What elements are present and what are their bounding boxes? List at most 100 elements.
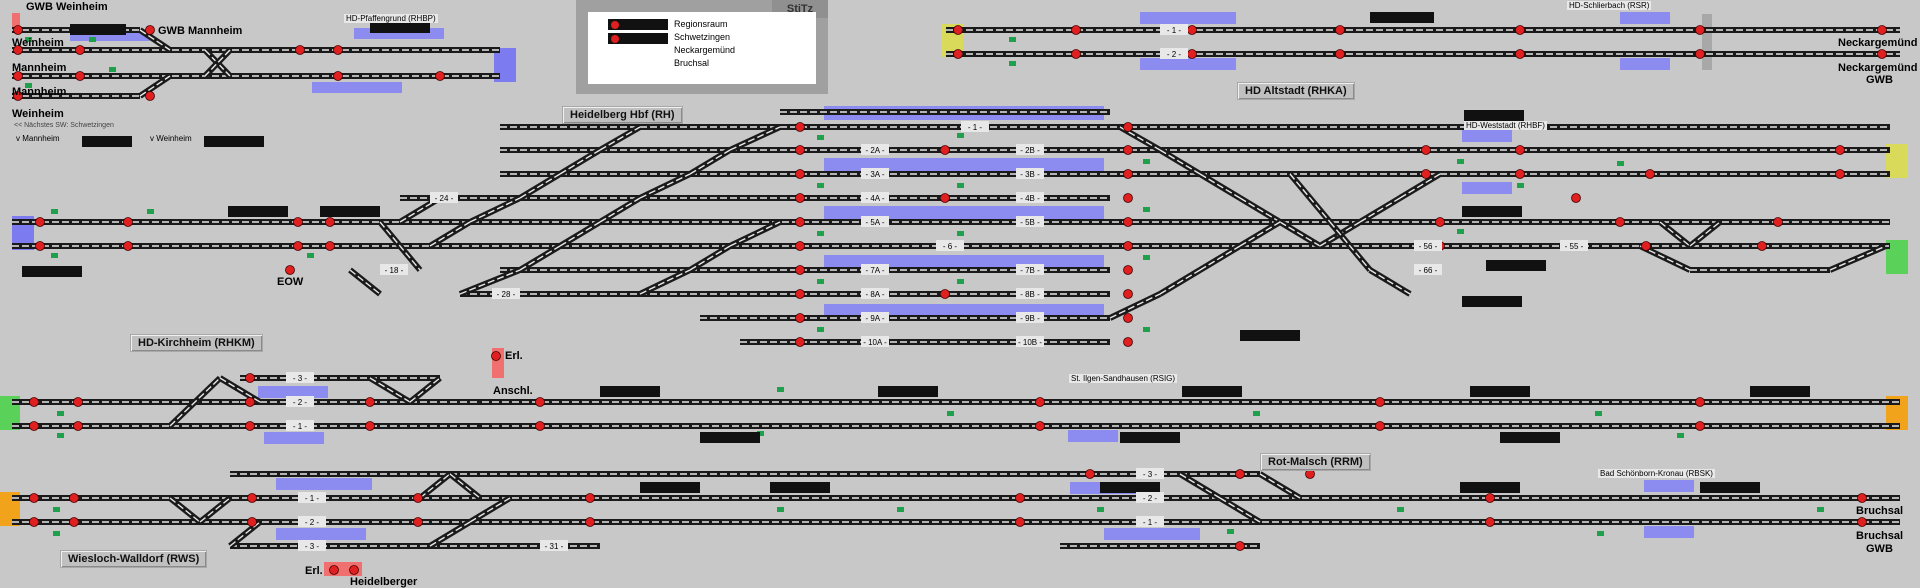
signal-icon[interactable] bbox=[1123, 145, 1133, 155]
shunt-signal-icon[interactable] bbox=[1009, 37, 1016, 42]
signal-icon[interactable] bbox=[1857, 517, 1867, 527]
signal-icon[interactable] bbox=[1515, 49, 1525, 59]
signal-icon[interactable] bbox=[1187, 49, 1197, 59]
signal-icon[interactable] bbox=[940, 145, 950, 155]
train-number-field[interactable] bbox=[1370, 12, 1434, 23]
signal-icon[interactable] bbox=[1071, 25, 1081, 35]
area-wiesloch-walldorf[interactable]: Wiesloch-Walldorf (RWS) bbox=[60, 550, 208, 568]
train-number-field[interactable] bbox=[1120, 432, 1180, 443]
shunt-signal-icon[interactable] bbox=[957, 231, 964, 236]
signal-icon[interactable] bbox=[1515, 169, 1525, 179]
signal-icon[interactable] bbox=[245, 421, 255, 431]
signal-icon[interactable] bbox=[1857, 493, 1867, 503]
area-heidelberg-hbf[interactable]: Heidelberg Hbf (RH) bbox=[562, 106, 683, 124]
signal-icon[interactable] bbox=[1235, 541, 1245, 551]
signal-icon[interactable] bbox=[365, 421, 375, 431]
signal-icon[interactable] bbox=[75, 71, 85, 81]
signal-icon[interactable] bbox=[1375, 397, 1385, 407]
signal-icon[interactable] bbox=[795, 169, 805, 179]
signal-icon[interactable] bbox=[1235, 469, 1245, 479]
signal-icon[interactable] bbox=[69, 493, 79, 503]
shunt-signal-icon[interactable] bbox=[51, 209, 58, 214]
signal-icon[interactable] bbox=[535, 421, 545, 431]
train-number-field[interactable] bbox=[1500, 432, 1560, 443]
shunt-signal-icon[interactable] bbox=[817, 231, 824, 236]
signal-icon[interactable] bbox=[13, 45, 23, 55]
signal-icon[interactable] bbox=[413, 517, 423, 527]
signal-icon[interactable] bbox=[329, 565, 339, 575]
signal-icon[interactable] bbox=[35, 217, 45, 227]
signal-icon[interactable] bbox=[795, 217, 805, 227]
signal-icon[interactable] bbox=[1035, 397, 1045, 407]
signal-icon[interactable] bbox=[29, 397, 39, 407]
signal-icon[interactable] bbox=[1877, 25, 1887, 35]
area-rot-malsch[interactable]: Rot-Malsch (RRM) bbox=[1260, 453, 1371, 471]
signal-icon[interactable] bbox=[1773, 217, 1783, 227]
signal-icon[interactable] bbox=[29, 517, 39, 527]
signal-icon[interactable] bbox=[325, 217, 335, 227]
signal-icon[interactable] bbox=[795, 313, 805, 323]
signal-icon[interactable] bbox=[29, 421, 39, 431]
signal-icon[interactable] bbox=[1123, 289, 1133, 299]
signal-icon[interactable] bbox=[293, 217, 303, 227]
train-number-field[interactable] bbox=[1470, 386, 1530, 397]
signal-icon[interactable] bbox=[1035, 421, 1045, 431]
train-number-field[interactable] bbox=[1486, 260, 1546, 271]
signal-icon[interactable] bbox=[1515, 145, 1525, 155]
train-number-field[interactable] bbox=[1240, 330, 1300, 341]
signal-icon[interactable] bbox=[13, 71, 23, 81]
shunt-signal-icon[interactable] bbox=[1457, 159, 1464, 164]
signal-icon[interactable] bbox=[1123, 313, 1133, 323]
shunt-signal-icon[interactable] bbox=[1097, 507, 1104, 512]
signal-icon[interactable] bbox=[69, 517, 79, 527]
train-number-field[interactable] bbox=[1100, 482, 1160, 493]
signal-icon[interactable] bbox=[1695, 397, 1705, 407]
signal-icon[interactable] bbox=[795, 122, 805, 132]
shunt-signal-icon[interactable] bbox=[897, 507, 904, 512]
signal-icon[interactable] bbox=[295, 45, 305, 55]
shunt-signal-icon[interactable] bbox=[817, 183, 824, 188]
signal-icon[interactable] bbox=[585, 517, 595, 527]
signal-icon[interactable] bbox=[1641, 241, 1651, 251]
shunt-signal-icon[interactable] bbox=[51, 253, 58, 258]
signal-icon[interactable] bbox=[435, 71, 445, 81]
signal-icon[interactable] bbox=[491, 351, 501, 361]
train-number-field[interactable] bbox=[70, 24, 126, 35]
shunt-signal-icon[interactable] bbox=[1817, 507, 1824, 512]
shunt-signal-icon[interactable] bbox=[957, 279, 964, 284]
train-number-field[interactable] bbox=[770, 482, 830, 493]
train-number-field[interactable] bbox=[1460, 482, 1520, 493]
shunt-signal-icon[interactable] bbox=[957, 133, 964, 138]
signal-icon[interactable] bbox=[13, 91, 23, 101]
train-number-field[interactable] bbox=[320, 206, 380, 217]
shunt-signal-icon[interactable] bbox=[1009, 61, 1016, 66]
signal-icon[interactable] bbox=[795, 145, 805, 155]
train-number-field[interactable] bbox=[1462, 206, 1522, 217]
signal-icon[interactable] bbox=[1123, 169, 1133, 179]
signal-icon[interactable] bbox=[795, 337, 805, 347]
signal-icon[interactable] bbox=[333, 71, 343, 81]
shunt-signal-icon[interactable] bbox=[53, 507, 60, 512]
shunt-signal-icon[interactable] bbox=[25, 37, 32, 42]
area-hd-altstadt[interactable]: HD Altstadt (RHKA) bbox=[1237, 82, 1355, 100]
track-segment[interactable] bbox=[1108, 291, 1162, 321]
shunt-signal-icon[interactable] bbox=[89, 37, 96, 42]
signal-icon[interactable] bbox=[145, 91, 155, 101]
train-number-field[interactable] bbox=[1464, 110, 1524, 121]
shunt-signal-icon[interactable] bbox=[1143, 159, 1150, 164]
shunt-signal-icon[interactable] bbox=[1457, 229, 1464, 234]
signal-icon[interactable] bbox=[1187, 25, 1197, 35]
shunt-signal-icon[interactable] bbox=[1397, 507, 1404, 512]
track-segment[interactable] bbox=[728, 219, 782, 249]
signal-icon[interactable] bbox=[1123, 337, 1133, 347]
signal-icon[interactable] bbox=[1085, 469, 1095, 479]
signal-icon[interactable] bbox=[535, 397, 545, 407]
shunt-signal-icon[interactable] bbox=[57, 433, 64, 438]
shunt-signal-icon[interactable] bbox=[53, 531, 60, 536]
signal-icon[interactable] bbox=[953, 49, 963, 59]
shunt-signal-icon[interactable] bbox=[817, 327, 824, 332]
train-number-field[interactable] bbox=[640, 482, 700, 493]
train-number-field[interactable] bbox=[600, 386, 660, 397]
shunt-signal-icon[interactable] bbox=[1143, 207, 1150, 212]
signal-icon[interactable] bbox=[1835, 169, 1845, 179]
